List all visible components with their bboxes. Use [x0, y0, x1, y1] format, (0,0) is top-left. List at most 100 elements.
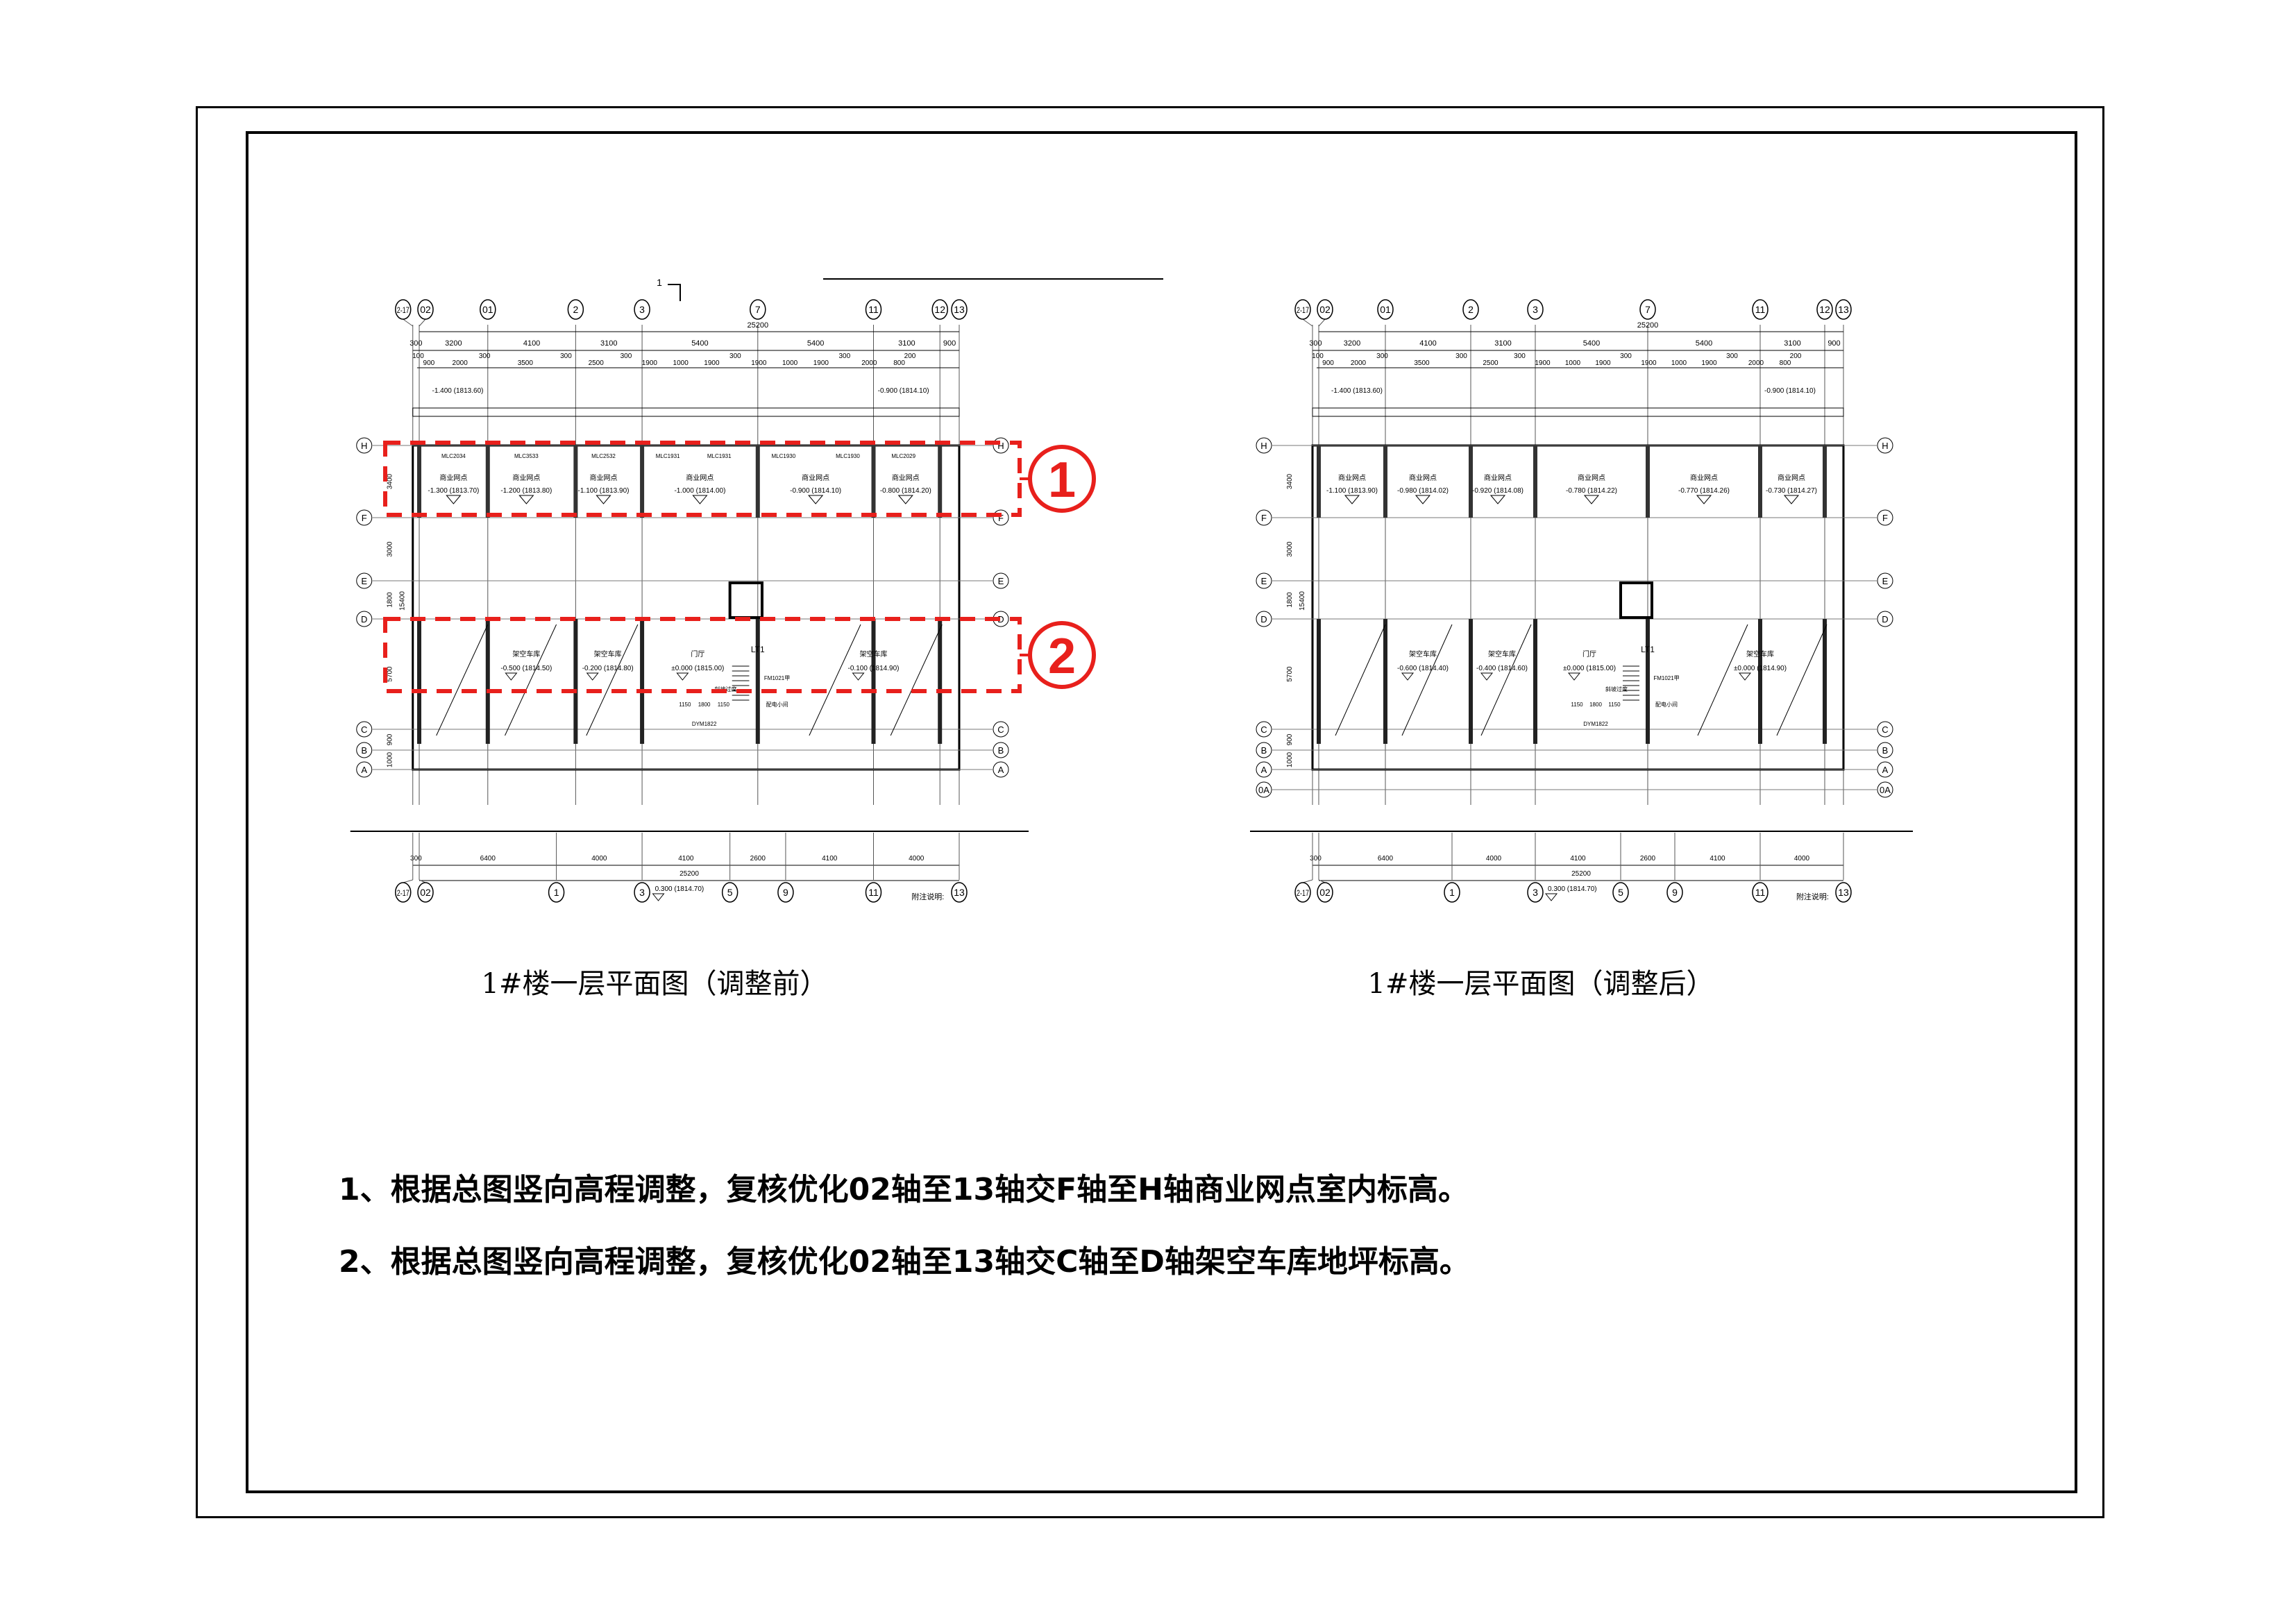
core-label: LT1	[751, 645, 765, 654]
axis-label: 13	[1838, 304, 1849, 315]
axis-leader	[1318, 879, 1326, 883]
dimension-text: 100	[1312, 352, 1324, 360]
elevation-mark: -1.400 (1813.60)	[1331, 387, 1383, 395]
dimension-text: 5400	[1696, 339, 1712, 348]
row-label: D	[1882, 614, 1888, 624]
axis-bubble	[417, 882, 434, 903]
room-name: 商业网点	[892, 473, 920, 482]
elevation-triangle	[1480, 672, 1494, 681]
row-label: E	[998, 576, 1004, 586]
dimension-text: 4000	[1794, 855, 1810, 863]
dimension-text: 3000	[1286, 541, 1294, 557]
markup-number-2: 2	[1048, 629, 1076, 684]
wall	[1823, 445, 1827, 518]
dimension-text: 3100	[1494, 339, 1511, 348]
axis-label: 2-17	[397, 305, 410, 315]
parking-line	[505, 624, 557, 736]
axis-label: 7	[1645, 304, 1651, 315]
dimension-text: 4100	[678, 855, 694, 863]
dimension-text: 3200	[1344, 339, 1360, 348]
axis-bubble	[1835, 299, 1852, 320]
axis-label: 2-17	[397, 888, 410, 898]
axis-bubble	[1444, 882, 1460, 903]
axis-bubble	[1527, 299, 1544, 320]
dimension-text: 4100	[523, 339, 540, 348]
axis-bubble	[1294, 299, 1311, 320]
dimension-total: 25200	[1637, 321, 1659, 330]
section-marker: 1	[657, 277, 662, 288]
room-name: 商业网点	[439, 473, 467, 482]
core-label: 1150	[679, 702, 691, 708]
axis-bubble	[417, 299, 434, 320]
dimension-text: 100	[412, 352, 424, 360]
axis-leader	[1318, 318, 1326, 327]
elevation-mark: -0.900 (1814.10)	[1764, 387, 1816, 395]
row-label: C	[1882, 724, 1888, 735]
dimension-text: 300	[838, 352, 850, 360]
window-code: MLC1930	[771, 453, 795, 459]
row-label: A	[361, 765, 367, 775]
dimension-text: 5400	[691, 339, 708, 348]
room-elevation: -0.980 (1814.02)	[1397, 487, 1449, 495]
dimension-text: 5400	[1583, 339, 1600, 348]
elevation-triangle	[652, 893, 665, 901]
axis-leader	[403, 318, 414, 327]
dimension-text: 300	[560, 352, 572, 360]
row-label: A	[998, 765, 1004, 775]
elevation-triangle	[1401, 672, 1415, 681]
axis-label: 02	[1319, 304, 1331, 315]
dimension-text: 300	[1376, 352, 1388, 360]
dimension-text: 900	[1322, 359, 1334, 367]
row-label: A	[1261, 765, 1267, 775]
parking-line	[890, 624, 943, 736]
note-1: 1、根据总图竖向高程调整，复核优化02轴至13轴交F轴至H轴商业网点室内标高。	[339, 1172, 1469, 1207]
elevation-mark: 0.300 (1814.70)	[1548, 885, 1597, 893]
dimension-total: 25200	[747, 321, 768, 330]
axis-label: 11	[1755, 304, 1766, 315]
axis-label: 9	[1672, 887, 1678, 898]
axis-label: 02	[1319, 887, 1331, 898]
dimension-text: 2000	[1748, 359, 1764, 367]
wall	[1469, 619, 1473, 744]
sheet-outer-border	[196, 106, 2104, 1518]
row-label: A	[1882, 765, 1889, 775]
elevation-triangle	[852, 672, 865, 681]
room-elevation: -0.600 (1814.40)	[1397, 665, 1449, 672]
axis-bubble	[1816, 299, 1833, 320]
room-name: 商业网点	[1484, 473, 1512, 482]
wall	[485, 445, 490, 518]
dimension-text: 1000	[1286, 751, 1294, 767]
parking-line	[809, 624, 861, 736]
room-elevation: ±0.000 (1815.00)	[671, 665, 724, 672]
dimension-text: 1000	[1671, 359, 1687, 367]
dimension-text: 1000	[673, 359, 689, 367]
wall	[1823, 619, 1827, 744]
axis-label: 7	[755, 304, 761, 315]
row-label: D	[1260, 614, 1267, 624]
axis-label: 01	[482, 304, 493, 315]
wall	[1317, 619, 1321, 744]
core-label: FM1021甲	[764, 675, 790, 681]
room-name: 商业网点	[1778, 473, 1805, 482]
red-markups: 112	[383, 277, 1163, 693]
dimension-text: 4000	[1486, 855, 1502, 863]
elevator-shaft	[1619, 581, 1653, 619]
axis-bubble	[567, 299, 584, 320]
canopy-band	[412, 407, 960, 417]
room-name: 商业网点	[802, 473, 829, 482]
axis-bubble	[1835, 882, 1852, 903]
room-name: 门厅	[1582, 649, 1596, 658]
wall	[573, 445, 578, 518]
row-bubble	[1256, 572, 1272, 589]
elevation-triangle	[1344, 495, 1360, 504]
row-bubble	[993, 761, 1009, 778]
elevation-mark: -1.400 (1813.60)	[432, 387, 484, 395]
dimension-text: 300	[1726, 352, 1738, 360]
dimension-text: 3400	[387, 473, 394, 489]
room-elevation: -0.200 (1814.80)	[582, 665, 634, 672]
parking-line	[1776, 624, 1827, 736]
dimension-text: 300	[1310, 855, 1322, 863]
axis-bubble	[548, 882, 565, 903]
row-label: B	[1261, 745, 1267, 756]
room-name: 商业网点	[1578, 473, 1605, 482]
